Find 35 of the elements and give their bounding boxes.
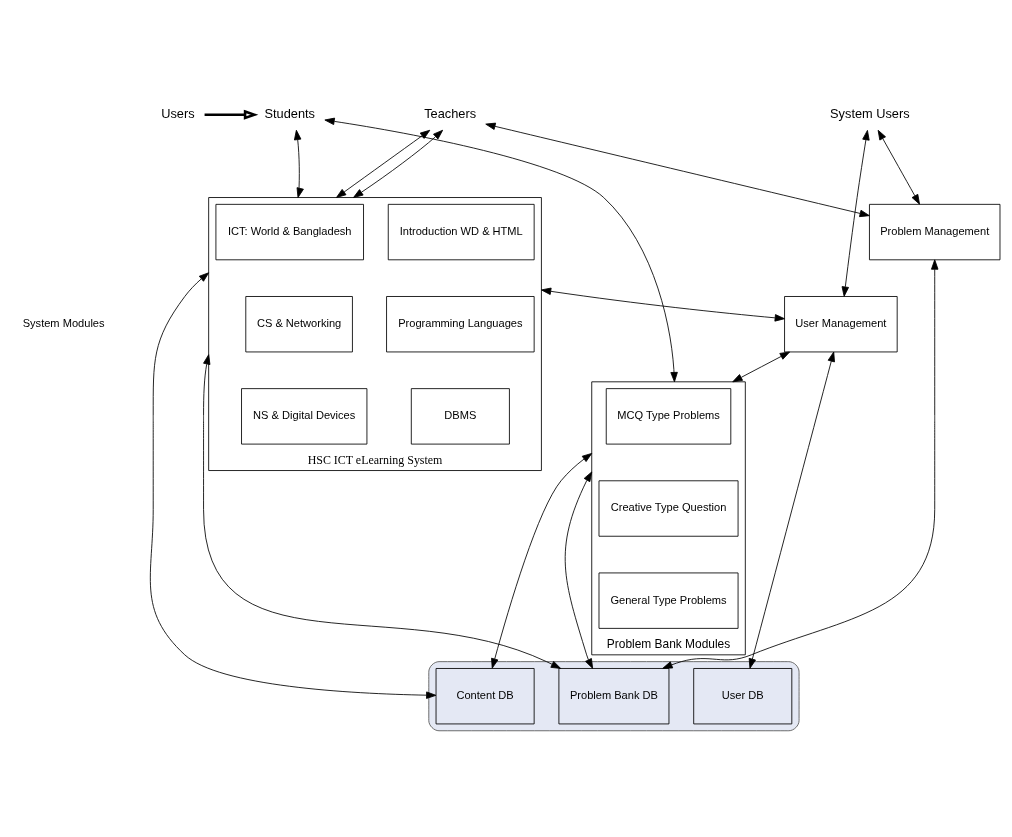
node-box: User DB	[693, 668, 793, 725]
arrow	[353, 129, 444, 198]
arrow	[336, 129, 431, 198]
arrow	[662, 259, 939, 669]
node-box: Problem Management	[869, 203, 1001, 261]
arrow	[877, 129, 920, 205]
arrow	[294, 129, 304, 198]
arrow	[541, 287, 785, 322]
node-box: User Management	[784, 296, 898, 353]
node-box: Programming Languages	[386, 296, 535, 353]
node-box: CS & Networking	[245, 296, 353, 353]
label: System Modules	[22, 317, 105, 330]
node-box: Introduction WD & HTML	[387, 203, 535, 261]
node-box: DBMS	[410, 388, 510, 445]
arrow	[564, 471, 594, 669]
arrow	[203, 354, 562, 669]
node-box: ICT: World & Bangladesh	[215, 203, 364, 261]
node-text: Users	[161, 105, 195, 121]
node-text: System Users	[830, 105, 910, 121]
arrow	[748, 351, 835, 669]
node-box: NS & Digital Devices	[241, 388, 368, 445]
node-box: MCQ Type Problems	[605, 388, 732, 445]
node-text: Teachers	[424, 105, 477, 121]
arrow	[149, 272, 437, 699]
node-box: Creative Type Question	[598, 480, 739, 537]
node-box: Content DB	[435, 668, 535, 725]
arrow	[841, 129, 870, 297]
arrow	[491, 453, 593, 669]
arrow	[485, 122, 870, 218]
arrow	[204, 109, 259, 120]
node-box: General Type Problems	[598, 572, 739, 629]
node-box: Problem Bank DB	[558, 668, 670, 725]
node-text: Students	[264, 105, 315, 121]
arrow	[732, 351, 791, 383]
arrow	[324, 117, 678, 383]
